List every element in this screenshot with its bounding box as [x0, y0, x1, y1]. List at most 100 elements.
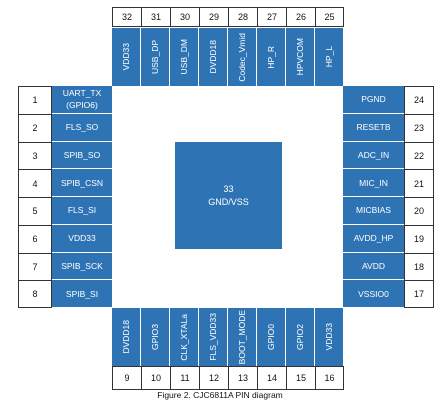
bottom-pin-label: VDD33	[324, 323, 334, 351]
figure-caption: Figure 2. CJC6811A PIN diagram	[157, 390, 283, 400]
bottom-pin: GPIO0	[257, 308, 286, 366]
left-pin: FLS_SI	[52, 197, 112, 225]
left-pin-label: FLS_SO	[65, 122, 99, 133]
bottom-pin: GPIO3	[141, 308, 170, 366]
left-pin: UART_TX(GPIO6)	[52, 86, 112, 114]
bottom-pin: GPIO2	[286, 308, 315, 366]
right-pin: AVDD	[343, 252, 404, 281]
right-pin: ADC_IN	[343, 141, 404, 170]
right-pin: MIC_IN	[343, 169, 404, 197]
bottom-pin-number: 14	[257, 366, 286, 390]
left-pin: FLS_SO	[52, 113, 112, 142]
top-pin-label: HP_R	[266, 45, 276, 69]
right-pin-label: MIC_IN	[359, 177, 388, 188]
left-pin: SPIB_SO	[52, 141, 112, 170]
top-pin-number: 30	[170, 7, 199, 27]
right-pin-label: VSSIO0	[358, 288, 389, 299]
bottom-pin-label: BOOT_MODE	[237, 309, 247, 365]
bottom-pin-number: 10	[141, 366, 170, 390]
bottom-pin: FLS_VDD33	[199, 308, 228, 366]
right-pin-number: 21	[404, 169, 434, 197]
top-pin-number: 29	[199, 7, 228, 27]
top-pin-number: 25	[315, 7, 344, 27]
left-pin-number: 6	[18, 224, 52, 253]
bottom-pin-label: GPIO2	[295, 324, 305, 350]
left-pin-label: SPIB_SCK	[61, 260, 103, 271]
top-pin: HP_L	[315, 28, 344, 86]
bottom-pin: VDD33	[315, 308, 344, 366]
left-pin-number: 1	[18, 86, 52, 114]
right-pin-number: 18	[404, 252, 434, 281]
center-pad-label: GND/VSS	[208, 196, 249, 207]
bottom-pin-number: 9	[112, 366, 141, 390]
right-pin-number: 24	[404, 86, 434, 114]
left-pin: SPIB_SI	[52, 280, 112, 308]
right-pin: VSSIO0	[343, 280, 404, 308]
bottom-pin: CLK_XTALa	[170, 308, 199, 366]
right-pin-number: 23	[404, 113, 434, 142]
top-pin-number: 27	[257, 7, 286, 27]
top-pin: VDD33	[112, 28, 141, 86]
left-pin-number: 8	[18, 280, 52, 308]
left-pin: VDD33	[52, 224, 112, 253]
top-pin: USB_DM	[170, 28, 199, 86]
left-pin-label: FLS_SI	[67, 205, 97, 216]
left-pin-number: 5	[18, 197, 52, 225]
top-pin-label: Codec_Vmid	[237, 32, 247, 82]
bottom-pin: BOOT_MODE	[228, 308, 257, 366]
right-pin-label: MICBIAS	[356, 205, 391, 216]
right-pin-label: PGND	[361, 94, 386, 105]
bottom-pin-number: 13	[228, 366, 257, 390]
left-pin-label: SPIB_CSN	[60, 177, 104, 188]
bottom-pin-number: 11	[170, 366, 199, 390]
left-pin-number: 3	[18, 141, 52, 170]
top-pin-label: HPVCOM	[295, 38, 305, 76]
left-pin-number: 7	[18, 252, 52, 281]
right-pin: AVDD_HP	[343, 224, 404, 253]
top-pin-number: 31	[141, 7, 170, 27]
top-pin: HPVCOM	[286, 28, 315, 86]
right-pin-number: 17	[404, 280, 434, 308]
top-pin: USB_DP	[141, 28, 170, 86]
top-pin-label: VDD33	[121, 43, 131, 71]
top-pin-label: USB_DP	[150, 39, 160, 74]
bottom-pin-label: CLK_XTALa	[179, 313, 189, 361]
left-pin-sublabel: (GPIO6)	[66, 100, 98, 111]
left-pin: SPIB_CSN	[52, 169, 112, 197]
bottom-pin-label: FLS_VDD33	[208, 313, 218, 361]
bottom-pin-label: GPIO0	[266, 324, 276, 350]
top-pin: DVDD18	[199, 28, 228, 86]
right-pin-number: 20	[404, 197, 434, 225]
bottom-pin-number: 15	[286, 366, 315, 390]
left-pin-label: VDD33	[68, 233, 96, 244]
right-pin-label: ADC_IN	[357, 149, 390, 160]
right-pin: MICBIAS	[343, 197, 404, 225]
bottom-pin-number: 16	[315, 366, 344, 390]
top-pin-label: DVDD18	[208, 40, 218, 74]
bottom-pin: DVDD18	[112, 308, 141, 366]
center-ground-pad: 33 GND/VSS	[175, 142, 282, 249]
right-pin: PGND	[343, 86, 404, 114]
top-pin-number: 26	[286, 7, 315, 27]
right-pin-label: AVDD	[362, 260, 385, 271]
right-pin-number: 19	[404, 224, 434, 253]
left-pin-label: UART_TX	[62, 88, 102, 99]
left-pin-number: 4	[18, 169, 52, 197]
top-pin-label: HP_L	[324, 46, 334, 68]
top-pin: HP_R	[257, 28, 286, 86]
bottom-pin-number: 12	[199, 366, 228, 390]
right-pin-label: RESETB	[356, 122, 391, 133]
right-pin-number: 22	[404, 141, 434, 170]
left-pin-number: 2	[18, 113, 52, 142]
top-pin-number: 28	[228, 7, 257, 27]
top-pin: Codec_Vmid	[228, 28, 257, 86]
left-pin-label: SPIB_SI	[65, 288, 99, 299]
bottom-pin-label: GPIO3	[150, 324, 160, 350]
left-pin: SPIB_SCK	[52, 252, 112, 281]
right-pin-label: AVDD_HP	[353, 233, 394, 244]
bottom-pin-label: DVDD18	[121, 320, 131, 354]
left-pin-label: SPIB_SO	[63, 149, 101, 160]
center-pad-number: 33	[223, 183, 234, 194]
right-pin: RESETB	[343, 113, 404, 142]
top-pin-number: 32	[112, 7, 141, 27]
